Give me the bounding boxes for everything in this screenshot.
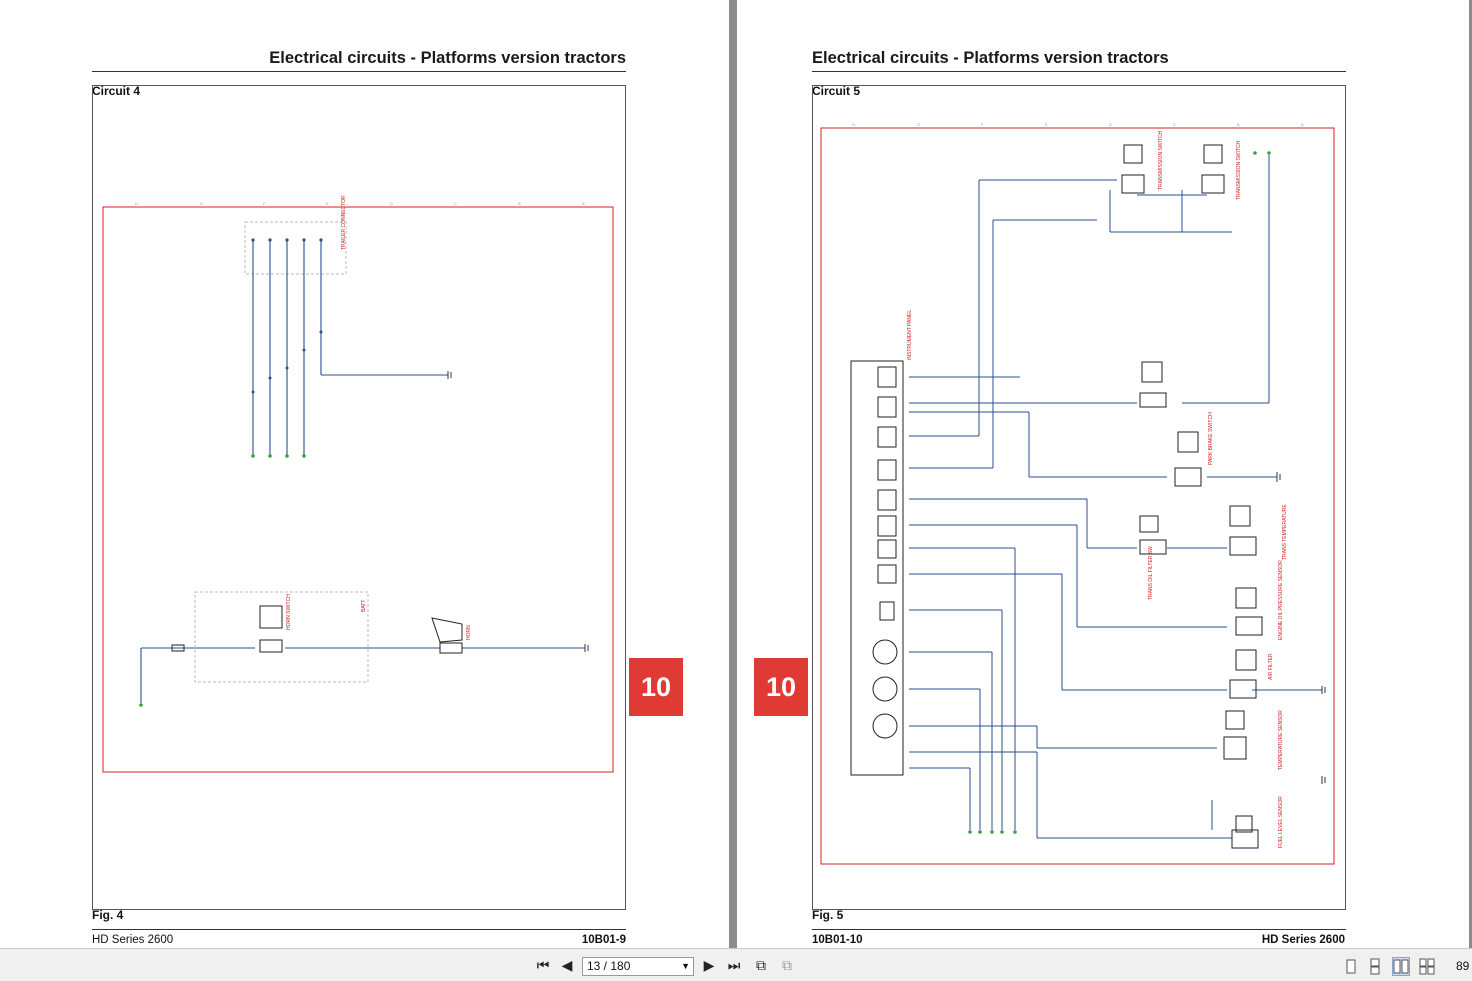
figure-label: Fig. 4	[92, 908, 124, 922]
svg-text:H: H	[852, 122, 855, 127]
continuous-icon[interactable]	[1367, 958, 1383, 975]
circuit-4-diagram: TRAILER CONNECTOR HORN SWITCH BATT HORN …	[102, 195, 614, 773]
viewer-toolbar: ⏮ ◀ ▶ ⏭ ⧉ ⧉	[0, 948, 1472, 981]
svg-text:C: C	[454, 201, 457, 206]
page-number-select[interactable]: 13 / 180 ▼	[582, 957, 694, 976]
svg-text:E: E	[326, 201, 329, 206]
svg-text:F: F	[981, 122, 984, 127]
zoom-level[interactable]: 89	[1456, 959, 1470, 973]
footer-series: HD Series 2600	[1261, 934, 1345, 946]
footer-page-code: 10B01-10	[812, 934, 863, 946]
two-page-continuous-icon[interactable]	[1419, 958, 1435, 975]
figure-frame	[92, 85, 626, 910]
svg-text:C: C	[1173, 122, 1176, 127]
svg-text:FUEL LEVEL SENSOR: FUEL LEVEL SENSOR	[1278, 796, 1284, 848]
page-header: Electrical circuits - Platforms version …	[812, 49, 1169, 67]
svg-text:A: A	[582, 201, 585, 206]
section-tab: 10	[629, 658, 683, 716]
two-page-icon[interactable]	[1392, 957, 1410, 976]
footer-rule	[812, 929, 1346, 930]
svg-text:G: G	[200, 201, 203, 206]
page-indicator: 13 / 180	[587, 959, 631, 973]
svg-text:TRAILER CONNECTOR: TRAILER CONNECTOR	[341, 195, 347, 250]
svg-text:TRANS TEMPERATURE: TRANS TEMPERATURE	[1282, 504, 1288, 560]
last-page-icon[interactable]: ⏭	[727, 957, 741, 973]
svg-text:ENGINE OIL PRESSURE SENSOR: ENGINE OIL PRESSURE SENSOR	[1278, 560, 1284, 640]
circuit-label: Circuit 5	[812, 84, 861, 98]
next-page-icon[interactable]: ▶	[703, 957, 715, 973]
svg-text:BATT: BATT	[361, 600, 367, 612]
svg-text:PARK BRAKE SWITCH: PARK BRAKE SWITCH	[1208, 412, 1214, 465]
svg-text:HORN SWITCH: HORN SWITCH	[286, 594, 292, 630]
svg-text:AIR FILTER: AIR FILTER	[1268, 653, 1274, 680]
header-rule	[92, 71, 626, 72]
svg-text:B: B	[1237, 122, 1240, 127]
svg-text:H: H	[135, 201, 138, 206]
svg-text:A: A	[1301, 122, 1304, 127]
chevron-down-icon: ▼	[681, 961, 690, 971]
svg-text:TEMPERATURE SENSOR: TEMPERATURE SENSOR	[1278, 710, 1284, 770]
svg-text:D: D	[390, 201, 393, 206]
document-viewer[interactable]: Electrical circuits - Platforms version …	[0, 0, 1472, 948]
svg-text:E: E	[1045, 122, 1048, 127]
svg-text:TRANS OIL FILTER SW: TRANS OIL FILTER SW	[1148, 546, 1154, 600]
page-header: Electrical circuits - Platforms version …	[269, 49, 626, 67]
header-rule	[812, 71, 1346, 72]
svg-text:TRANSMISSION SWITCH: TRANSMISSION SWITCH	[1236, 140, 1242, 200]
first-page-icon[interactable]: ⏮	[536, 957, 550, 973]
footer-rule	[92, 929, 626, 930]
page-right: Electrical circuits - Platforms version …	[737, 0, 1469, 948]
figure-frame	[812, 85, 1346, 910]
svg-text:B: B	[518, 201, 521, 206]
svg-text:INSTRUMENT PANEL: INSTRUMENT PANEL	[907, 310, 913, 360]
figure-label: Fig. 5	[812, 908, 844, 922]
svg-text:G: G	[917, 122, 920, 127]
svg-text:TRANSMISSION SWITCH: TRANSMISSION SWITCH	[1158, 130, 1164, 190]
page-left: Electrical circuits - Platforms version …	[0, 0, 729, 948]
svg-text:D: D	[1109, 122, 1112, 127]
circuit-label: Circuit 4	[92, 84, 141, 98]
fit-width-icon[interactable]: ⧉	[782, 957, 792, 973]
footer-series: HD Series 2600	[92, 934, 174, 946]
svg-text:HORN: HORN	[466, 625, 472, 640]
footer-page-code: 10B01-9	[581, 934, 626, 946]
prev-page-icon[interactable]: ◀	[561, 957, 573, 973]
fit-page-icon[interactable]: ⧉	[756, 957, 766, 973]
circuit-5-diagram: INSTRUMENT PANEL TRANSMISSION SWITCH TRA…	[820, 122, 1335, 865]
section-tab: 10	[754, 658, 808, 716]
svg-text:F: F	[263, 201, 266, 206]
single-page-icon[interactable]	[1343, 958, 1359, 975]
